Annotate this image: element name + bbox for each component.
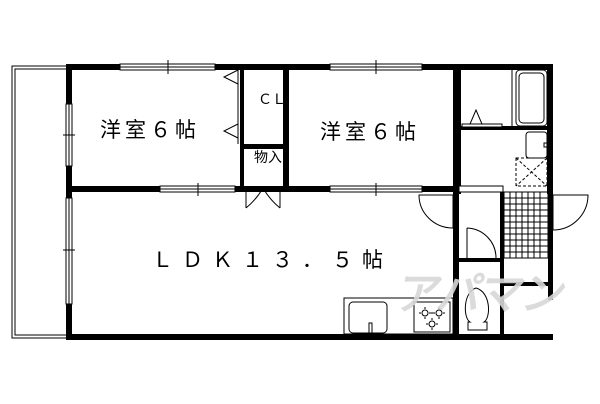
balcony xyxy=(11,65,66,339)
doors xyxy=(418,194,589,259)
washing-machine-space xyxy=(515,157,548,187)
closet-label: ＣＬ xyxy=(258,92,286,108)
storage-door xyxy=(245,187,281,209)
toilet xyxy=(464,287,489,331)
entrance-tile-floor xyxy=(503,191,549,259)
gas-stove xyxy=(419,307,445,330)
bathtub xyxy=(511,69,548,127)
closet-doors xyxy=(222,69,239,144)
western-room-2-label: 洋室６帖 xyxy=(320,120,420,144)
ldk-label: ＬＤＫ１３．５帖 xyxy=(152,248,392,272)
washbasin xyxy=(525,131,548,159)
water-heater-icon xyxy=(469,108,483,125)
walls xyxy=(66,64,553,340)
storage-label: 物入 xyxy=(254,150,282,166)
western-room-1-label: 洋室６帖 xyxy=(100,118,200,142)
windows xyxy=(63,60,504,305)
kitchen-counter xyxy=(343,297,454,335)
bath-door xyxy=(461,123,503,128)
